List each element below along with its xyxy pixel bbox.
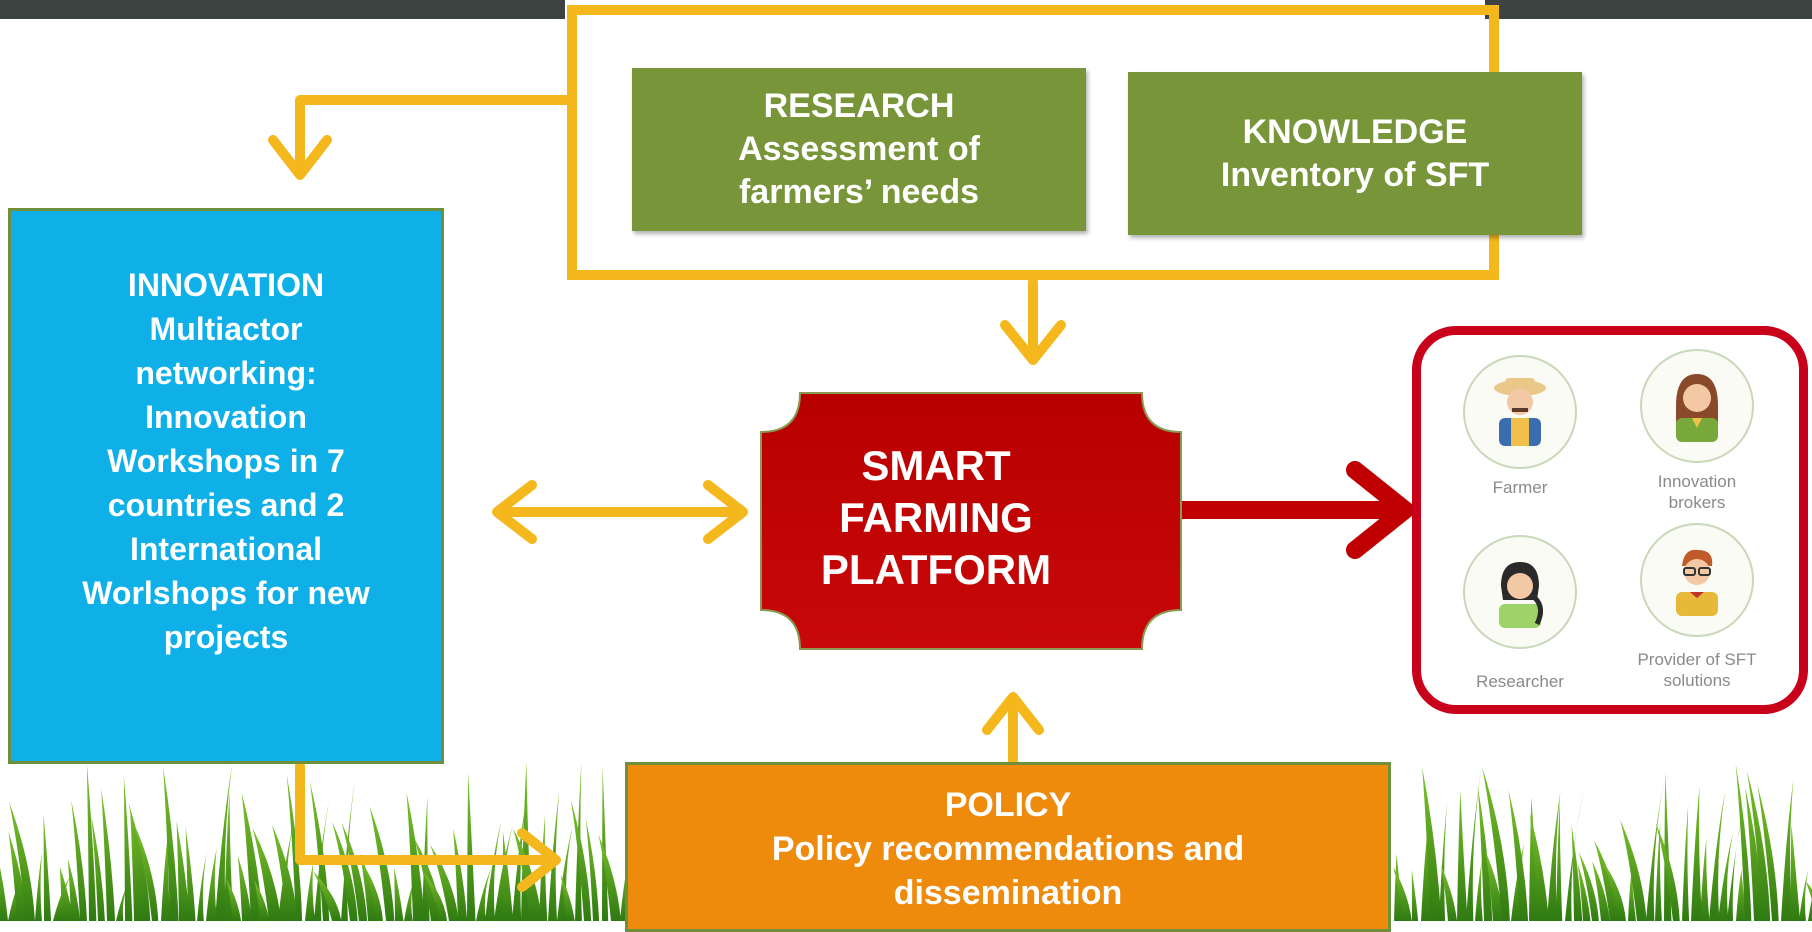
knowledge-title: KNOWLEDGE [1242, 112, 1468, 151]
innovation-line: projects [163, 619, 289, 655]
innovation-line: International [129, 531, 322, 567]
innovation-line: Worlshops for new [82, 575, 370, 611]
policy-title: POLICY [944, 786, 1072, 824]
provider-icon [1640, 523, 1754, 637]
policy-line-1: Policy recommendations and [771, 830, 1245, 868]
research-line-2: farmers’ needs [738, 173, 980, 211]
innovation-broker-icon [1640, 349, 1754, 463]
innovation-title: INNOVATION [127, 267, 325, 303]
stakeholder-provider: Provider of SFT solutions [1607, 523, 1787, 691]
innovation-brokers-label-2: brokers [1668, 493, 1726, 512]
innovation-line: countries and 2 [107, 487, 345, 523]
platform-line-3: PLATFORM [820, 546, 1052, 593]
researcher-label: Researcher [1476, 672, 1564, 691]
provider-label-2: solutions [1663, 671, 1731, 690]
farmer-label: Farmer [1492, 478, 1548, 497]
platform-line-2: FARMING [839, 494, 1033, 541]
knowledge-line-1: Inventory of SFT [1220, 155, 1490, 194]
stakeholder-farmer: Farmer [1445, 355, 1595, 498]
platform-label: SMART FARMING PLATFORM [772, 440, 1100, 596]
innovation-box: INNOVATION Multiactor networking: Innova… [8, 208, 444, 764]
research-box: RESEARCH Assessment of farmers’ needs [632, 68, 1086, 231]
research-title: RESEARCH [763, 87, 955, 125]
stakeholder-innovation-brokers: Innovation brokers [1617, 349, 1777, 513]
innovation-line: Multiactor [149, 311, 303, 347]
researcher-icon [1463, 535, 1577, 649]
platform-line-1: SMART [861, 442, 1011, 489]
stakeholders-panel: Farmer Innovation brokers Researcher [1412, 326, 1808, 714]
farmer-icon [1463, 355, 1577, 469]
stakeholder-researcher: Researcher [1445, 535, 1595, 692]
innovation-brokers-label-1: Innovation [1657, 472, 1737, 491]
provider-label-1: Provider of SFT [1637, 650, 1757, 669]
innovation-line: Workshops in 7 [107, 443, 345, 479]
knowledge-box: KNOWLEDGE Inventory of SFT [1128, 72, 1582, 235]
innovation-line: Innovation [145, 399, 307, 435]
policy-line-2: dissemination [893, 874, 1123, 912]
innovation-line: networking: [135, 355, 317, 391]
policy-box: POLICY Policy recommendations and dissem… [625, 762, 1391, 932]
research-line-1: Assessment of [738, 130, 980, 168]
